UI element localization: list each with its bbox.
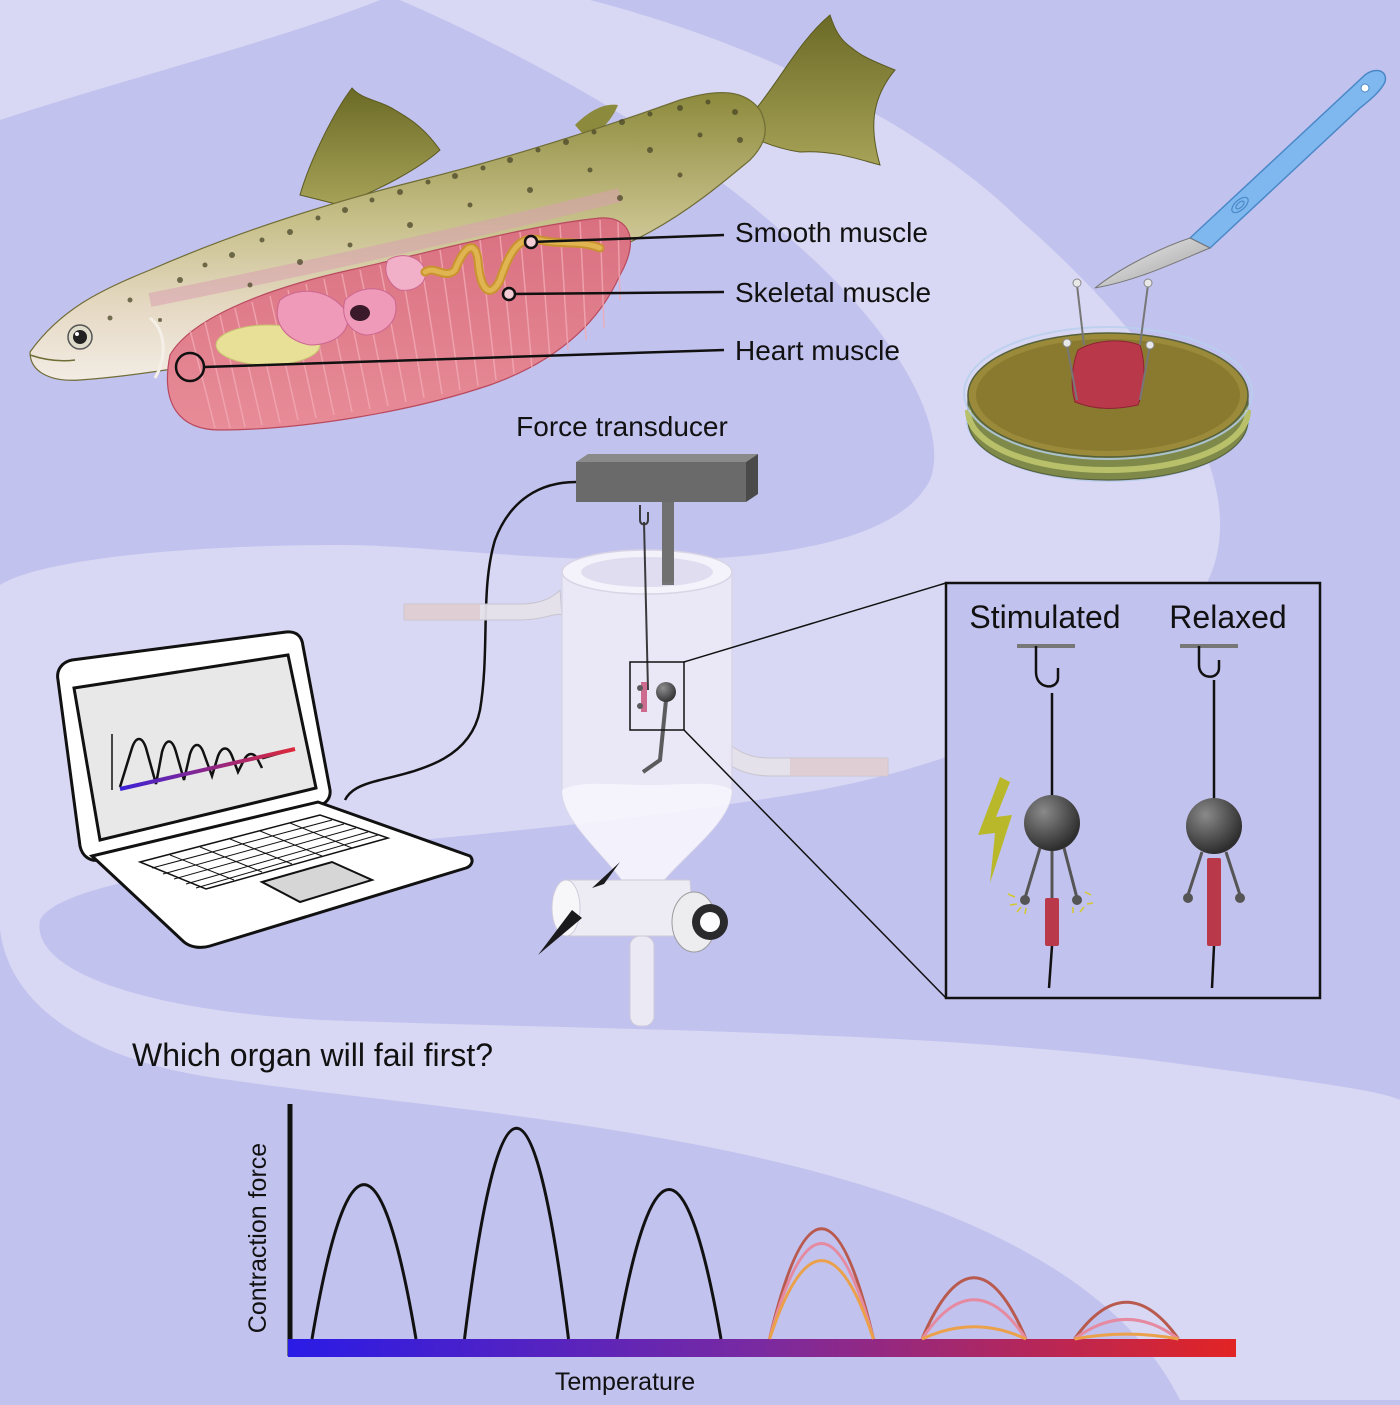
relaxed-preparation bbox=[1180, 644, 1245, 989]
y-axis-label: Contraction force bbox=[244, 1143, 272, 1333]
inset-panel: Stimulated Relaxed bbox=[944, 581, 1322, 1000]
zoom-line-bottom bbox=[683, 729, 947, 999]
contraction-curve-6-heart bbox=[1073, 1300, 1180, 1340]
zoom-box bbox=[629, 661, 685, 731]
temperature-axis-bar bbox=[288, 1339, 1236, 1357]
contraction-chart: Contraction force Temperature bbox=[244, 1104, 1236, 1396]
contraction-curve-5-heart bbox=[920, 1276, 1028, 1340]
contraction-curve-4-skeletal bbox=[768, 1241, 875, 1340]
label-smooth-muscle: Smooth muscle bbox=[735, 217, 928, 248]
petri-dish-icon bbox=[963, 278, 1253, 482]
contraction-curve-6-skeletal bbox=[1073, 1317, 1180, 1341]
transducer-cable bbox=[343, 480, 577, 801]
laptop-icon bbox=[56, 630, 474, 949]
contraction-curve-2-all bbox=[463, 1127, 570, 1340]
contraction-curve-1-all bbox=[310, 1183, 418, 1340]
x-axis-label: Temperature bbox=[555, 1368, 695, 1396]
zoom-line-top bbox=[683, 582, 947, 663]
contraction-curve-4-smooth bbox=[768, 1259, 875, 1340]
lightning-bolt-icon bbox=[978, 777, 1012, 883]
contraction-curves bbox=[310, 1127, 1180, 1341]
label-relaxed: Relaxed bbox=[1169, 599, 1286, 635]
spark-lines bbox=[1007, 891, 1094, 915]
contraction-curve-3-all bbox=[615, 1188, 723, 1340]
contraction-curve-6-smooth bbox=[1074, 1332, 1179, 1341]
label-heart-muscle: Heart muscle bbox=[735, 335, 900, 366]
force-transducer-icon bbox=[576, 454, 758, 582]
scalpel-icon bbox=[1094, 69, 1387, 289]
stimulated-preparation bbox=[978, 644, 1094, 989]
fish-leader-lines bbox=[203, 233, 725, 369]
contraction-curve-5-smooth bbox=[921, 1325, 1027, 1341]
contraction-curve-5-skeletal bbox=[920, 1298, 1028, 1340]
label-stimulated: Stimulated bbox=[969, 599, 1120, 635]
fish-icon bbox=[29, 14, 896, 431]
label-skeletal-muscle: Skeletal muscle bbox=[735, 277, 931, 308]
organ-bath-icon bbox=[403, 505, 889, 1027]
question-text: Which organ will fail first? bbox=[132, 1037, 493, 1073]
laptop-keyboard bbox=[137, 814, 391, 890]
contraction-curve-4-heart bbox=[768, 1227, 875, 1340]
label-force-transducer: Force transducer bbox=[516, 411, 728, 442]
